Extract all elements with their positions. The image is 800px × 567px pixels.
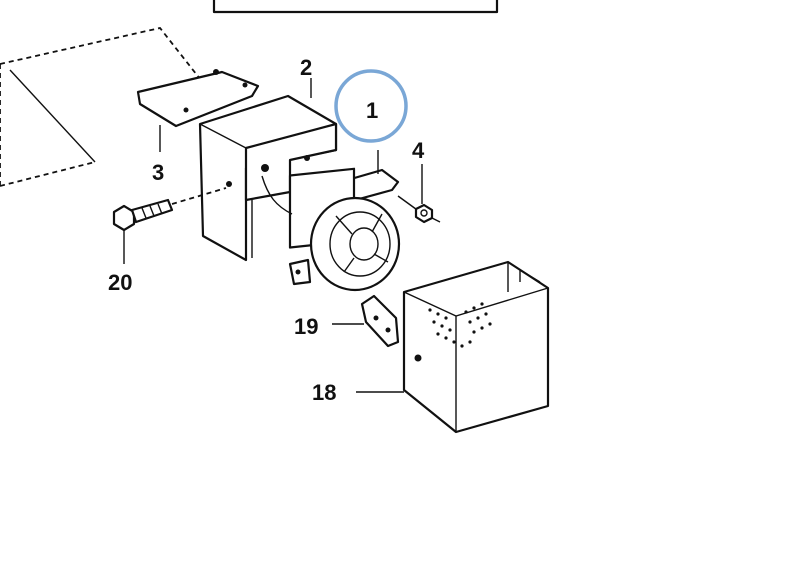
callout-2: 2 xyxy=(300,55,312,80)
ventilation-holes xyxy=(428,302,492,348)
callout-3: 3 xyxy=(152,160,164,185)
callout-4: 4 xyxy=(412,138,425,163)
part-4-nut xyxy=(414,164,441,224)
dashed-housing-outline xyxy=(0,26,216,187)
part-20-bolt xyxy=(112,187,227,264)
part-2-housing xyxy=(198,78,338,262)
callout-18: 18 xyxy=(312,380,336,405)
part-19-clip xyxy=(332,294,400,348)
highlight-circle xyxy=(334,69,408,143)
callout-20: 20 xyxy=(108,270,132,295)
part-1-horn xyxy=(261,150,421,292)
part-18-cover xyxy=(356,260,550,434)
part-3-bracket xyxy=(136,69,260,152)
callout-1: 1 xyxy=(366,98,378,123)
callout-19: 19 xyxy=(294,314,318,339)
upper-panel-frame xyxy=(212,0,499,14)
